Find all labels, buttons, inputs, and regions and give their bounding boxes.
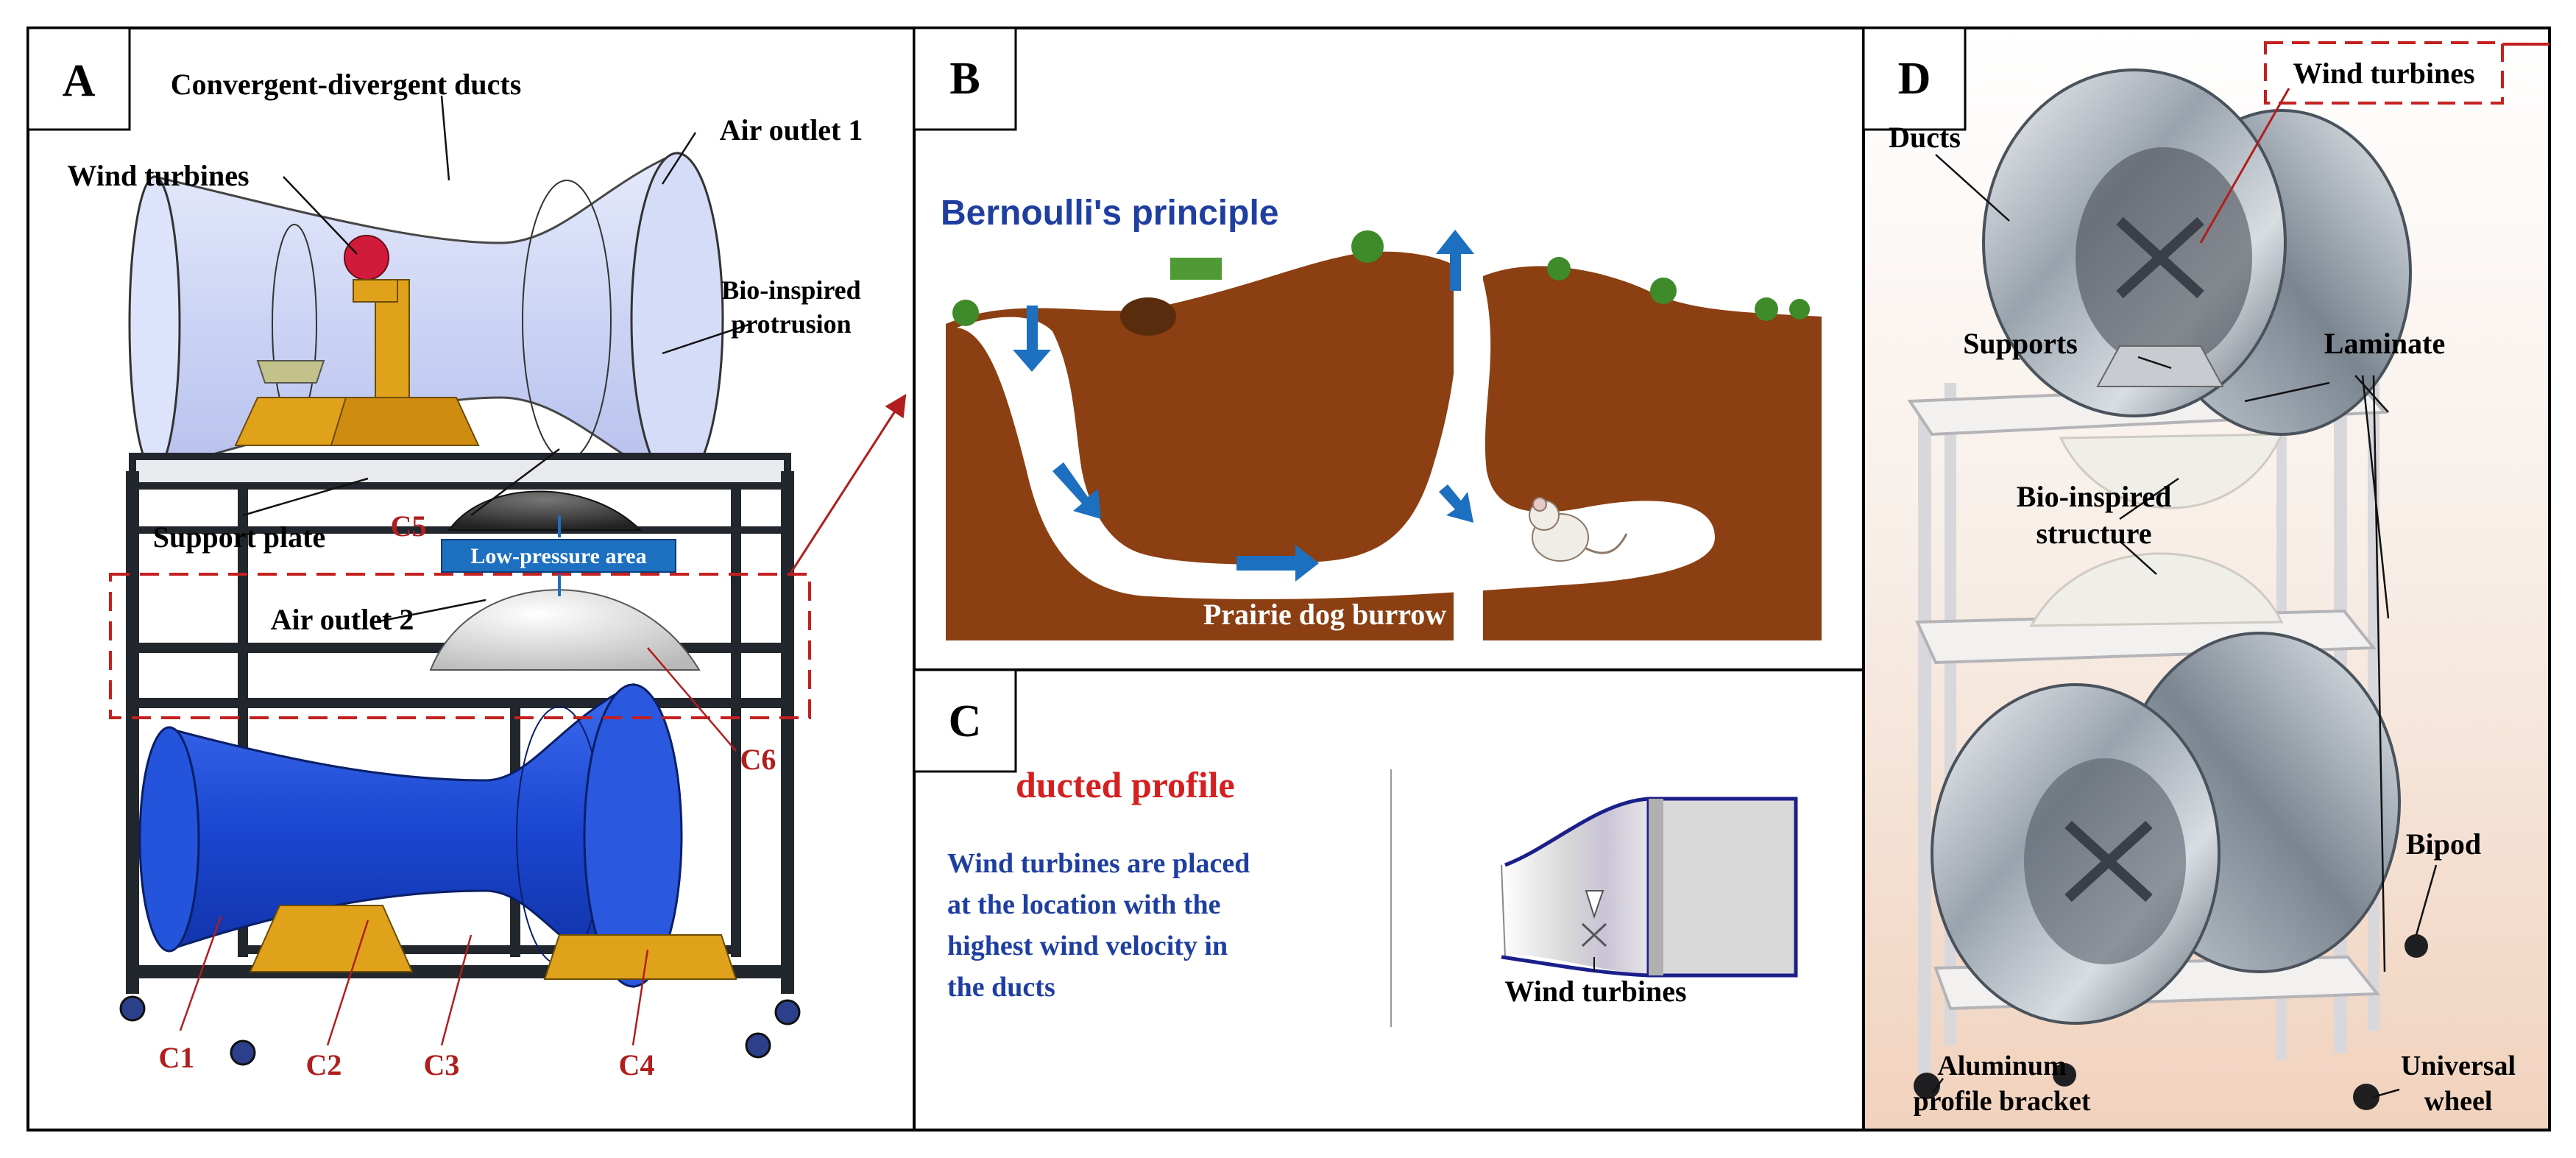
ducted-profile-title: ducted profile <box>1016 764 1235 805</box>
turbine-rotor-icon <box>344 235 389 280</box>
bio-dome-shape <box>429 589 701 671</box>
panel-c-letter: C <box>949 696 982 746</box>
top-duct <box>128 151 724 488</box>
bottom-photo-ducts <box>1931 632 2401 1025</box>
panel-d-letter-box <box>1862 27 1967 131</box>
d-wheel-line2: wheel <box>2424 1086 2493 1117</box>
d-wheel-line1: Universal <box>2401 1051 2516 1081</box>
panel-c: C ducted profile Wind turbines are place… <box>913 668 1865 1131</box>
rock <box>1120 297 1176 336</box>
outlet1-label: Air outlet 1 <box>720 113 863 146</box>
burrow-tunnel <box>957 266 1715 600</box>
panel-b-letter: B <box>949 54 980 104</box>
panel-a-letter-box <box>26 27 131 131</box>
top-photo-ducts <box>1982 68 2412 436</box>
panel-d: D Wind turbines Ducts Supports Laminate … <box>1862 27 2551 1131</box>
c1-label: C1 <box>159 1041 195 1074</box>
c6-label: C6 <box>740 743 776 776</box>
support-label: Support plate <box>153 520 326 554</box>
panel-a-letter: A <box>63 56 96 106</box>
link-arrow-to-b <box>788 393 907 576</box>
desc-line3: highest wind velocity in <box>947 931 1228 961</box>
d-turbines-label: Wind turbines <box>2293 57 2474 90</box>
outlet2-label: Air outlet 2 <box>271 603 414 636</box>
bernoulli-title: Bernoulli's principle <box>941 194 1279 233</box>
c-turbines-label: Wind turbines <box>1504 975 1686 1008</box>
d-bipod-label: Bipod <box>2406 827 2481 861</box>
photo-wheels <box>1914 934 2428 1110</box>
d-bracket-line1: Aluminum <box>1937 1051 2066 1081</box>
desc-line4: the ducts <box>947 972 1055 1003</box>
d-bracket-line2: profile bracket <box>1914 1086 2091 1117</box>
burrow-label: Prairie dog burrow <box>1203 598 1446 631</box>
desc-line1: Wind turbines are placed <box>947 848 1250 879</box>
prairie-dog-icon <box>1529 497 1628 562</box>
turbines-callout-box <box>2264 41 2504 105</box>
bottom-duct <box>138 682 737 989</box>
bio-label-line1: Bio-inspired <box>721 275 860 305</box>
d-ducts-label: Ducts <box>1889 121 1961 154</box>
small-turbine-icon <box>1585 890 1604 919</box>
c3-label: C3 <box>424 1048 460 1081</box>
airflow-arrows <box>1013 230 1474 582</box>
c5-label: C5 <box>391 509 427 543</box>
dome-on-middle <box>2029 552 2284 627</box>
wheels <box>119 995 801 1066</box>
c2-label: C2 <box>306 1048 342 1081</box>
d-bio-line1: Bio-inspired <box>2017 480 2171 513</box>
panel-b: B Bernoulli's principle Prairie dog burr… <box>913 27 1865 671</box>
grass-tufts <box>952 230 1810 326</box>
panel-b-letter-box <box>913 27 1017 131</box>
bio-label-line2: protrusion <box>731 309 851 339</box>
region-outline <box>109 573 811 719</box>
turbines-label: Wind turbines <box>67 159 249 192</box>
d-bio-line2: structure <box>2037 517 2152 550</box>
desc-line2: at the location with the <box>947 889 1221 920</box>
leader-lines-d <box>1931 88 2438 1098</box>
dome-under-top <box>2059 433 2284 509</box>
c4-label: C4 <box>619 1048 655 1081</box>
bio-protrusion-shape <box>447 490 643 531</box>
low-pressure-badge <box>441 539 676 573</box>
leader-lines-a <box>179 95 751 1046</box>
d-supports-label: Supports <box>1963 327 2078 360</box>
ducts-label: Convergent-divergent ducts <box>171 68 522 101</box>
low-pressure-label: Low-pressure area <box>470 544 646 568</box>
duct-profile-shape <box>1390 769 1798 1027</box>
panel-a: A Convergent-divergent ducts Wind turbin… <box>26 27 916 1131</box>
panel-c-letter-box <box>913 668 1017 773</box>
d-laminate-label: Laminate <box>2324 327 2445 360</box>
panel-d-letter: D <box>1898 54 1931 104</box>
